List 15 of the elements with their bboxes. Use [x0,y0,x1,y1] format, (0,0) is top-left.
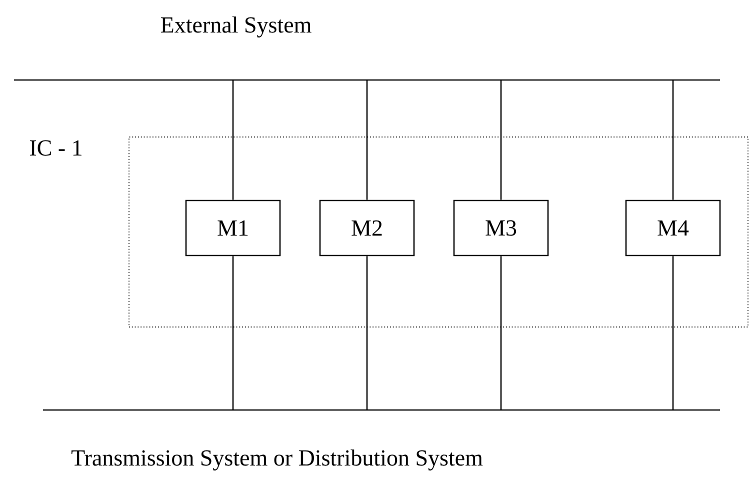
module-box: M1 [185,200,281,256]
module-box: M4 [625,200,721,256]
connector-line [366,80,368,200]
connector-line [672,256,674,410]
connector-line [366,256,368,410]
bus-label: External System [160,16,312,38]
connector-line [232,80,234,200]
connector-line [500,256,502,410]
connector-line [672,80,674,200]
module-box: M3 [453,200,549,256]
bus-label: Transmission System or Distribution System [71,450,483,470]
boundary-label: IC - 1 [30,140,82,156]
module-box: M2 [319,200,415,256]
connector-line [232,256,234,410]
connector-line [500,80,502,200]
